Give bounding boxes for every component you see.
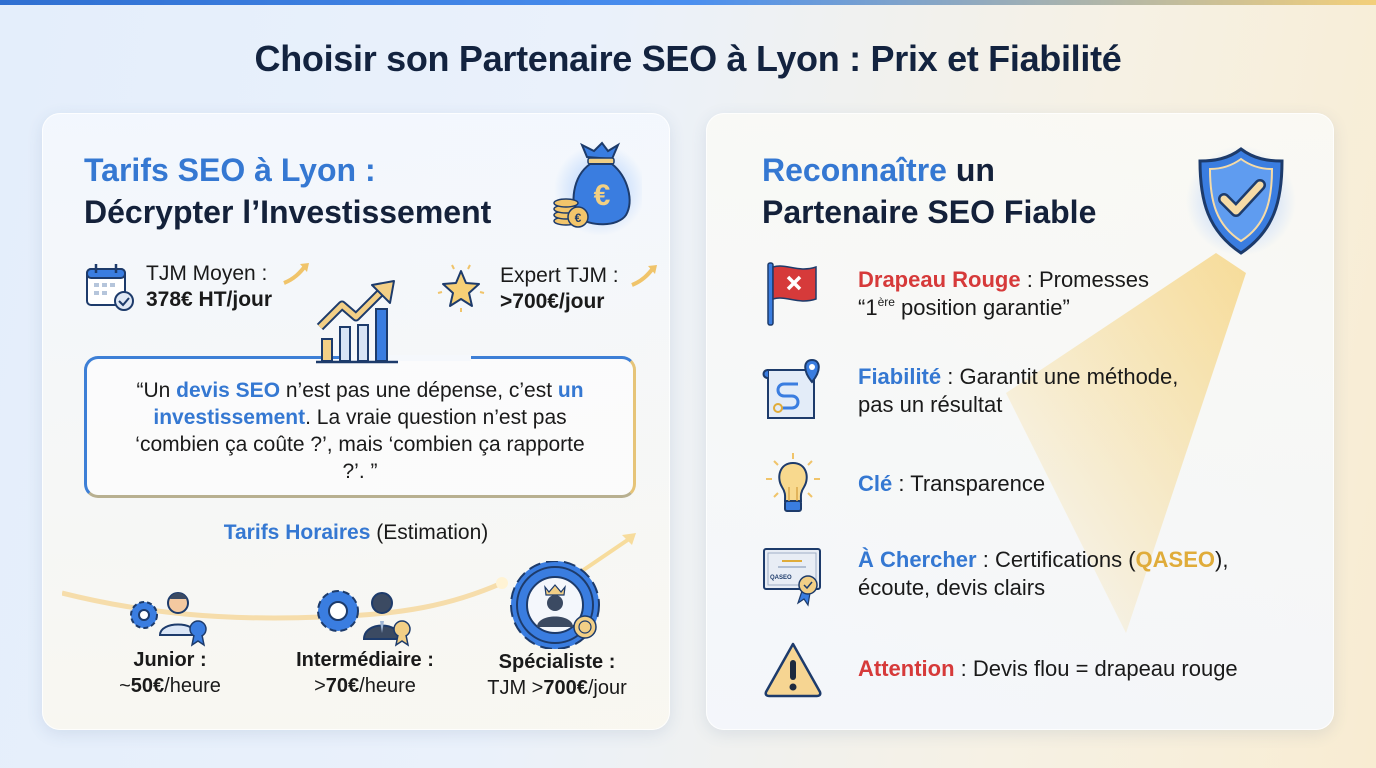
hourly-rates-title: Tarifs Horaires (Estimation) (223, 521, 489, 544)
shield-check-icon (1186, 146, 1296, 256)
tier-intermediate-value: >70€/heure (314, 675, 416, 697)
tier-specialist-value: TJM >700€/jour (487, 677, 627, 699)
calendar-check-icon (86, 264, 134, 311)
quote-text: “Un devis SEO n’est pas une dépense, c’e… (135, 379, 585, 483)
tier-junior-value: ~50€/heure (119, 675, 221, 697)
gear-specialist-crown-icon (510, 561, 600, 649)
page-title: Choisir son Partenaire SEO à Lyon : Prix… (254, 38, 1122, 79)
star-icon (437, 264, 485, 312)
expert-tjm-stat: Expert TJM : >700€/jour (436, 263, 619, 315)
red-flag-icon (767, 262, 817, 326)
pricing-heading-line1: Tarifs SEO à Lyon : (84, 152, 376, 188)
gear-junior-badge-icon (130, 592, 207, 647)
money-bag-euro-icon: € € (553, 141, 642, 235)
pricing-heading: Tarifs SEO à Lyon : Décrypter l’Investis… (84, 149, 491, 233)
tier-junior: Junior : ~50€/heure (75, 585, 265, 699)
tier-intermediate-label: Intermédiaire : (296, 649, 434, 671)
tier-specialist: Spécialiste : TJM >700€/jour (462, 561, 652, 701)
light-beam-decoration (1006, 253, 1246, 633)
growth-chart-icon (316, 280, 398, 364)
reliability-heading-line2: Partenaire SEO Fiable (762, 194, 1097, 230)
criterion-key: Clé : Transparence (762, 451, 1045, 517)
tier-intermediate: Intermédiaire : >70€/heure (270, 585, 460, 699)
criterion-warning: Attention : Devis flou = drapeau rouge (762, 636, 1238, 702)
criterion-reliability: Fiabilité : Garantit une méthode, pas un… (762, 358, 1178, 424)
quote-box: “Un devis SEO n’est pas une dépense, c’e… (84, 355, 636, 498)
warning-triangle-icon (764, 642, 822, 698)
roadmap-pin-icon (762, 358, 820, 419)
criterion-look-for: QASEO À Chercher : Certifications (QASEO… (762, 541, 1228, 607)
svg-text:QASEO: QASEO (770, 575, 792, 581)
svg-text:€: € (575, 211, 582, 225)
top-accent-bar (0, 0, 1376, 5)
expert-tjm-label: Expert TJM : (500, 264, 619, 287)
lightbulb-icon (766, 453, 820, 512)
svg-text:€: € (594, 179, 611, 212)
gear-intermediate-medal-icon (317, 590, 411, 647)
average-tjm-stat: TJM Moyen : 378€ HT/jour (84, 261, 272, 313)
average-tjm-value: 378€ HT/jour (146, 288, 273, 311)
criterion-red-flag: Drapeau Rouge : Promesses “1ère position… (762, 261, 1149, 327)
expert-tjm-value: >700€/jour (500, 290, 605, 313)
tier-specialist-label: Spécialiste : (498, 651, 616, 673)
pricing-card: Tarifs SEO à Lyon : Décrypter l’Investis… (42, 113, 670, 730)
reliability-heading: Reconnaître un Partenaire SEO Fiable (762, 149, 1096, 233)
pricing-heading-line2: Décrypter l’Investissement (84, 194, 492, 230)
trend-arrow-icon (283, 263, 309, 285)
tier-junior-label: Junior : (133, 649, 207, 671)
trend-arrow-icon (631, 265, 657, 287)
certificate-icon: QASEO (763, 548, 821, 607)
reliability-card: Reconnaître un Partenaire SEO Fiable Dra… (706, 113, 1334, 730)
average-tjm-label: TJM Moyen : (146, 262, 268, 285)
progression-glow-line (62, 533, 636, 621)
